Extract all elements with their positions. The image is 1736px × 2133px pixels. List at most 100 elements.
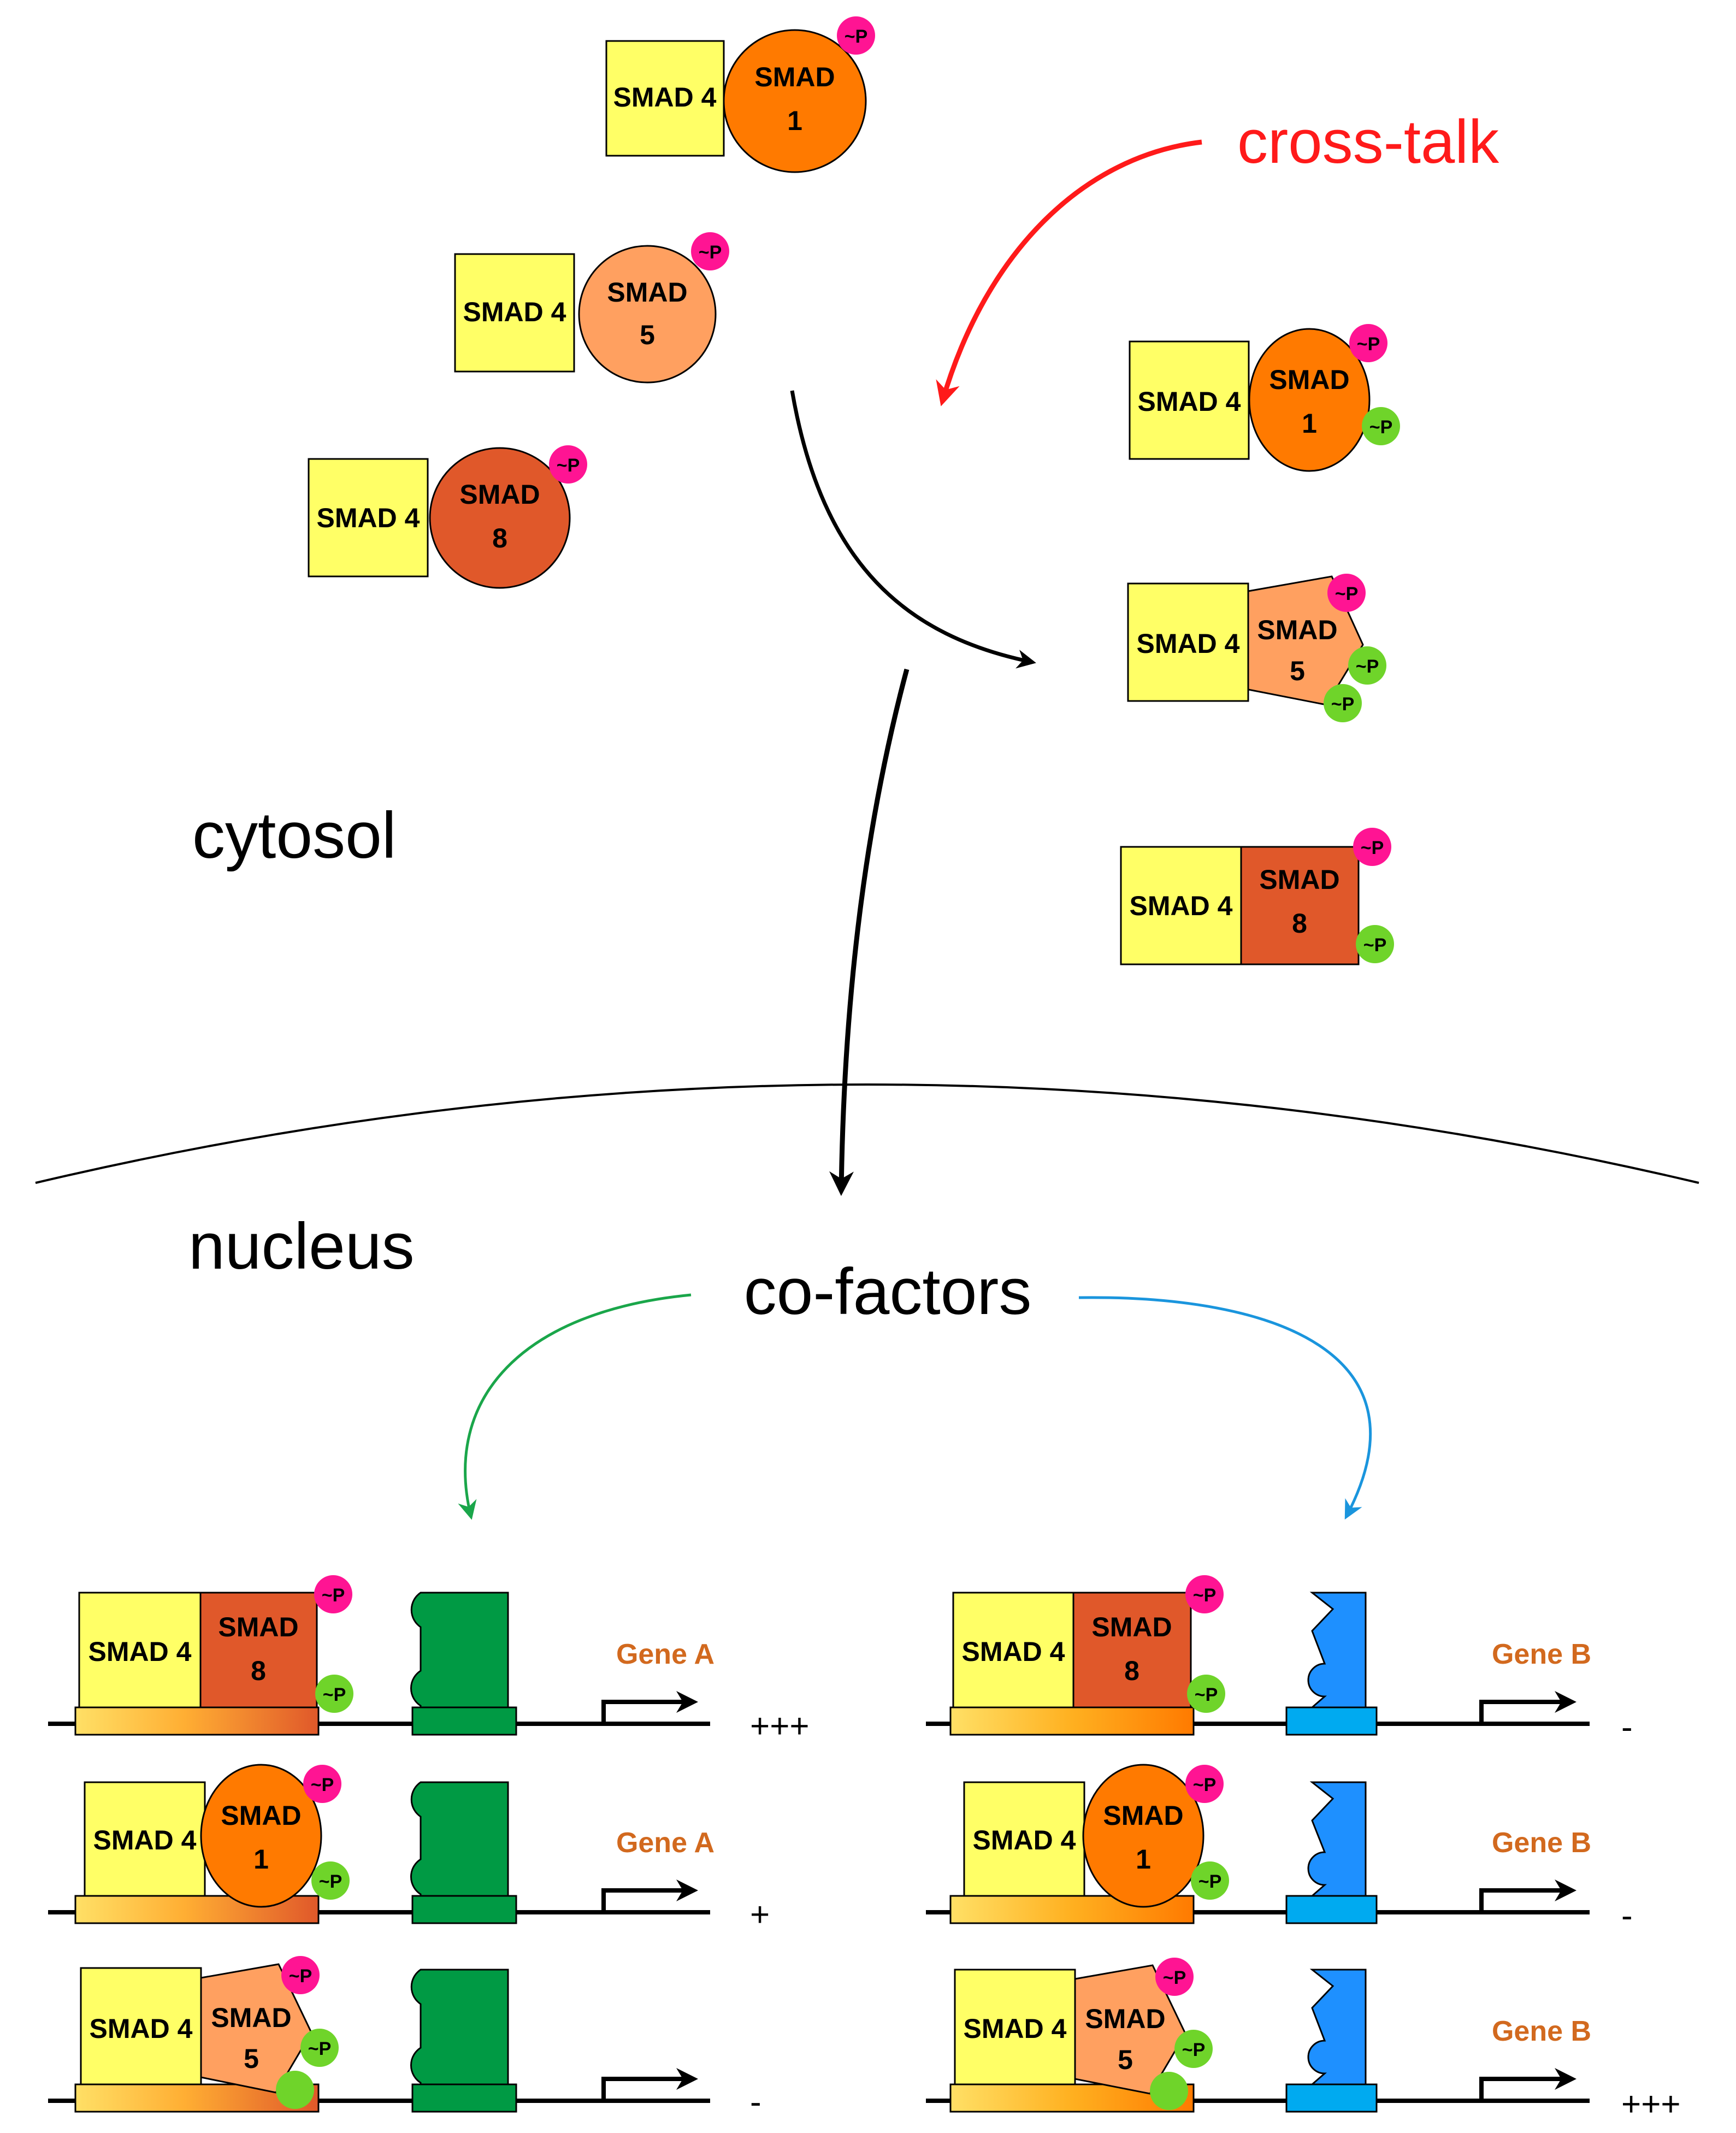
phospho-label: ~P	[1182, 2040, 1206, 2060]
smad4-box	[454, 253, 575, 373]
complex-smad4-smad1-top: SMAD 4 SMAD 1 ~P	[605, 16, 875, 173]
phospho-magenta	[1155, 1958, 1194, 1996]
smad4-box	[605, 40, 725, 157]
smad5-circle	[578, 245, 717, 384]
smad4-box	[84, 1781, 206, 1897]
expression-level: -	[1621, 1708, 1633, 1746]
smad8-box	[199, 1592, 318, 1708]
phospho-green	[1191, 1861, 1229, 1900]
phospho-label: ~P	[699, 242, 722, 263]
smad4-label: SMAD 4	[613, 82, 717, 113]
phospho-label: ~P	[1163, 1967, 1186, 1988]
smad8-label: SMAD	[1091, 1612, 1172, 1642]
phospho-label: ~P	[1193, 1775, 1217, 1795]
gene-a-panel-smad5: SMAD 4 SMAD 5 ~P ~P -	[48, 1956, 761, 2121]
smad5-number: 5	[1290, 656, 1305, 686]
gene-a-panel-smad8: SMAD 4 SMAD 8 ~P ~P Gene A +++	[48, 1575, 810, 1745]
smad4-box	[954, 1969, 1076, 2085]
smad4-box	[78, 1592, 202, 1708]
smad5-pentagon	[1074, 1964, 1186, 2095]
promoter-arrow	[601, 1691, 698, 1724]
phospho-label: ~P	[1193, 1585, 1217, 1606]
phospho-label: ~P	[1335, 584, 1359, 604]
nucleus-label: nucleus	[188, 1210, 415, 1283]
smad4-label: SMAD 4	[1138, 386, 1241, 417]
smad8-number: 8	[1124, 1655, 1139, 1686]
smad8-box	[1072, 1592, 1192, 1708]
complex-smad4-smad5-double: SMAD 4 SMAD 5 ~P ~P ~P	[1127, 574, 1386, 722]
gene-b-panel-smad8: SMAD 4 SMAD 8 ~P ~P Gene B -	[926, 1575, 1633, 1746]
smad5-number: 5	[640, 320, 655, 350]
smad4-label: SMAD 4	[962, 1636, 1065, 1667]
gene-b-label: Gene B	[1492, 1827, 1591, 1859]
smad1-label: SMAD	[1269, 364, 1349, 395]
phospho-label: ~P	[322, 1585, 345, 1606]
phospho-magenta	[281, 1956, 320, 1994]
expression-level: -	[1621, 1897, 1633, 1935]
cofactor-a-base	[411, 1895, 517, 1924]
phospho-green	[1324, 684, 1362, 722]
smad4-box	[1129, 340, 1250, 460]
cofactor-b-body	[1307, 1781, 1367, 1897]
smad8-label: SMAD	[218, 1612, 298, 1642]
smad1-label: SMAD	[221, 1800, 301, 1831]
smad5-label: SMAD	[211, 2002, 291, 2033]
promoter-arrow	[601, 1879, 698, 1912]
nuclear-import-arrow	[829, 668, 910, 1196]
phospho-magenta	[1185, 1575, 1224, 1613]
phospho-green	[276, 2071, 314, 2109]
phospho-label: ~P	[1331, 694, 1355, 715]
cofactor-a-base	[411, 1706, 517, 1736]
phospho-magenta	[303, 1765, 341, 1803]
phospho-label: ~P	[1356, 656, 1379, 677]
smad8-number: 8	[251, 1655, 266, 1686]
cofactor-a-body	[410, 1781, 509, 1897]
smad4-box	[963, 1781, 1085, 1897]
smad1-label: SMAD	[754, 62, 835, 92]
smad5-number: 5	[244, 2043, 259, 2074]
phospho-label: ~P	[311, 1775, 334, 1795]
complex-smad4-smad5-top: SMAD 4 SMAD 5 ~P	[454, 232, 729, 384]
smad4-label: SMAD 4	[88, 1636, 192, 1667]
smad1-number: 1	[1302, 408, 1317, 439]
cofactor-b-base	[1285, 1895, 1378, 1924]
expression-level: +	[750, 1896, 770, 1934]
smad5-pentagon	[200, 1963, 312, 2094]
phosphorylation-arrow	[790, 390, 1036, 669]
complex-smad4-smad8-double: SMAD 4 SMAD 8 ~P ~P	[1120, 828, 1394, 965]
phospho-green	[1174, 2030, 1213, 2068]
phospho-label: ~P	[557, 455, 580, 476]
smad4-label: SMAD 4	[1130, 891, 1233, 921]
promoter-arrow	[1479, 1691, 1576, 1724]
gene-b-label: Gene B	[1492, 1639, 1591, 1670]
phospho-label: ~P	[308, 2038, 332, 2059]
phospho-green	[300, 2029, 339, 2067]
cofactor-b-base	[1285, 2083, 1378, 2113]
cofactor-a-body	[410, 1592, 509, 1708]
gene-a-panel-smad1: SMAD 4 SMAD 1 ~P ~P Gene A +	[48, 1764, 770, 1934]
smad4-box	[1120, 846, 1242, 965]
smad-binding-site	[949, 1706, 1195, 1736]
complex-smad4-smad1-double: SMAD 4 SMAD 1 ~P ~P	[1129, 324, 1400, 472]
cofactor-a-base	[411, 2083, 517, 2113]
smad4-label: SMAD 4	[463, 297, 566, 327]
phospho-label: ~P	[1361, 838, 1384, 858]
smad5-label: SMAD	[1085, 2004, 1165, 2034]
phospho-label: ~P	[323, 1684, 346, 1705]
smad1-ellipse	[1248, 328, 1371, 472]
phospho-label: ~P	[845, 26, 868, 47]
smad1-number: 1	[1136, 1844, 1151, 1875]
phospho-label: ~P	[289, 1966, 312, 1987]
smad8-label: SMAD	[1259, 864, 1339, 895]
smad8-box	[1240, 846, 1360, 965]
promoter-arrow	[1479, 1879, 1576, 1912]
phospho-label: ~P	[1198, 1871, 1222, 1892]
smad5-label: SMAD	[1257, 615, 1337, 645]
gene-a-label: Gene A	[616, 1639, 715, 1670]
smad4-label: SMAD 4	[90, 2013, 193, 2044]
smad4-box	[1127, 582, 1249, 702]
nuclear-membrane	[35, 1083, 1699, 1184]
promoter-arrow	[601, 2068, 698, 2101]
phospho-magenta	[1353, 828, 1391, 866]
phospho-green	[1150, 2072, 1188, 2110]
